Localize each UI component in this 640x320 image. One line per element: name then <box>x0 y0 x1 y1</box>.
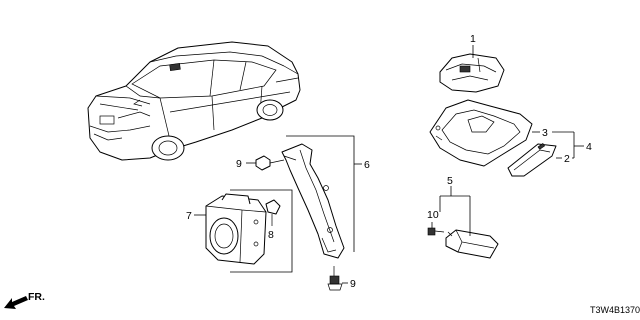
part-10-bolt <box>427 227 445 236</box>
part-6-bracket <box>281 143 345 259</box>
part-2-bracket <box>507 143 557 177</box>
callout-4: 4 <box>586 141 592 153</box>
callout-10: 10 <box>427 209 439 221</box>
part-5-module <box>445 229 499 259</box>
vehicle-illustration <box>87 41 301 161</box>
callout-9-upper: 9 <box>236 158 242 170</box>
callout-7: 7 <box>186 210 192 222</box>
part-3-housing <box>429 99 533 167</box>
callout-1: 1 <box>470 33 476 45</box>
callout-8: 8 <box>268 229 274 241</box>
callout-3: 3 <box>542 127 548 139</box>
part-7-radar-unit <box>205 193 267 265</box>
callout-6: 6 <box>364 159 370 171</box>
callout-9-lower: 9 <box>350 278 356 290</box>
part-9-bolt-lower <box>327 266 343 291</box>
direction-label: FR. <box>28 291 45 303</box>
part-9-bolt-upper <box>255 155 285 171</box>
part-1-cover <box>439 53 505 93</box>
part-8-clip <box>265 199 281 226</box>
diagram-code: T3W4B1370 <box>590 305 640 315</box>
callout-5: 5 <box>447 175 453 187</box>
callout-2: 2 <box>564 153 570 165</box>
front-direction-arrow-icon <box>4 296 28 309</box>
